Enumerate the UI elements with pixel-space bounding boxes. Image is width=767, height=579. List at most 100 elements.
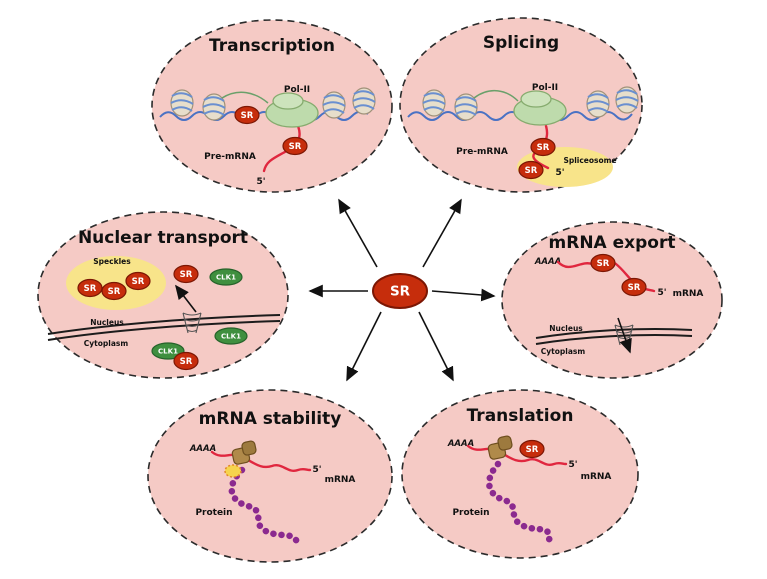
panel-translation: Translation AAAA SR 5' mRNA Protein [401,389,639,559]
svg-text:SR: SR [108,287,121,297]
cap-complex-icon [487,435,513,460]
nuclear-membrane [535,327,693,339]
translation-ellipse [401,389,639,559]
sr-protein: SR [530,137,556,157]
svg-text:SR: SR [289,142,302,152]
sr-protein: SR [77,278,103,298]
polya-label: AAAA [447,439,474,449]
speckles-label: Speckles [93,257,131,266]
nucleosome-icon [202,93,226,121]
arrow-to-translation [418,311,454,382]
protein-label: Protein [452,508,489,518]
cytoplasm-label: Cytoplasm [84,339,129,348]
svg-text:SR: SR [180,357,193,367]
nuclear-membrane [47,314,281,335]
clk1-protein: CLK1 [151,342,185,360]
svg-text:SR: SR [537,143,550,153]
sr-protein: SR [590,253,616,273]
five-prime-label: 5' [256,177,265,187]
pre-mrna-label: Pre-mRNA [204,152,256,162]
protein-chain [485,460,554,545]
nuclear-membrane [47,320,281,341]
nucleosome-icon [322,91,346,119]
polya-label: AAAA [534,257,561,267]
protein-label: Protein [195,508,232,518]
sr-protein-center: SR [372,273,428,309]
nuclear-transport-title: Nuclear transport [78,228,248,248]
nuclear-membrane [535,333,693,345]
import-arrow [175,284,197,313]
svg-text:SR: SR [180,270,193,280]
svg-text:SR: SR [525,166,538,176]
transcription-title: Transcription [209,36,335,56]
mrna-label: mRNA [581,472,612,482]
pol2-complex [265,92,319,128]
svg-text:SR: SR [628,283,641,293]
arrow-to-splicing [422,198,462,268]
svg-text:SR: SR [241,111,254,121]
mrna-label: mRNA [673,289,704,299]
arrow-to-mrna-export [431,288,496,302]
cap-binding-factor-icon [224,464,242,478]
nucleosome-icon [422,89,446,117]
mrna-strand [210,450,312,473]
nucleus-label: Nucleus [90,318,124,327]
polya-label: AAAA [189,444,216,454]
cap-complex-icon [231,440,257,465]
pol2-label: Pol-II [532,83,558,93]
five-prime-label: 5' [312,465,321,475]
nucleosome-icon [454,93,478,121]
sr-protein: SR [621,277,647,297]
nucleosome-icon [586,90,610,118]
pol2-complex [513,90,567,126]
svg-text:SR: SR [132,277,145,287]
svg-text:CLK1: CLK1 [216,274,236,282]
spliceosome-blob [517,147,613,187]
panel-transcription: Transcription Pol-II SR SR Pre-mRNA 5' [151,19,393,193]
mrna-strand [556,260,656,293]
clk1-protein: CLK1 [214,327,248,345]
nucleosome-icon [170,89,194,117]
svg-text:SR: SR [526,445,539,455]
clk1-protein: CLK1 [209,268,243,286]
cytoplasm-label: Cytoplasm [541,347,586,356]
translation-title: Translation [467,406,574,426]
sr-protein: SR [125,271,151,291]
panel-mrna-export: mRNA export AAAA SR SR 5' mRNA Nucleus C… [501,221,723,379]
mrna-stability-title: mRNA stability [199,409,342,429]
svg-text:SR: SR [390,284,411,300]
mrna-strand [466,444,568,467]
nucleus-label: Nucleus [549,324,583,333]
splicing-title: Splicing [483,33,559,53]
pre-mrna-label: Pre-mRNA [456,147,508,157]
spliceosome-label: Spliceosome [563,156,616,165]
five-prime-label: 5' [555,168,564,178]
export-arrow [617,317,632,354]
chromatin-linker [473,90,519,102]
svg-text:CLK1: CLK1 [221,333,241,341]
sr-protein: SR [519,439,545,459]
chromatin-linker [221,91,269,104]
nucleosome-icon [352,87,376,115]
center-hub: SR [308,198,496,382]
nucleosome-icon [615,86,639,114]
sr-protein: SR [173,264,199,284]
sr-protein: SR [234,105,260,125]
sr-protein: SR [173,351,199,371]
mrna-label: mRNA [325,475,356,485]
panel-splicing: Splicing Pol-II SR SR 5' Spliceosome Pre… [399,17,643,193]
arrow-to-mrna-stability [346,311,382,382]
arrow-to-transcription [338,198,378,268]
sr-protein: SR [282,136,308,156]
five-prime-label: 5' [657,288,666,298]
mrna-export-ellipse [501,221,723,379]
svg-text:CLK1: CLK1 [158,348,178,356]
sr-protein: SR [518,160,544,180]
panel-mrna-stability: mRNA stability AAAA 5' mRNA Protein [147,389,393,563]
svg-text:SR: SR [84,284,97,294]
protein-chain [228,466,301,550]
mrna-stability-ellipse [147,389,393,563]
panel-nuclear-transport: Nuclear transport Speckles SR SR SR SR C… [37,211,289,379]
